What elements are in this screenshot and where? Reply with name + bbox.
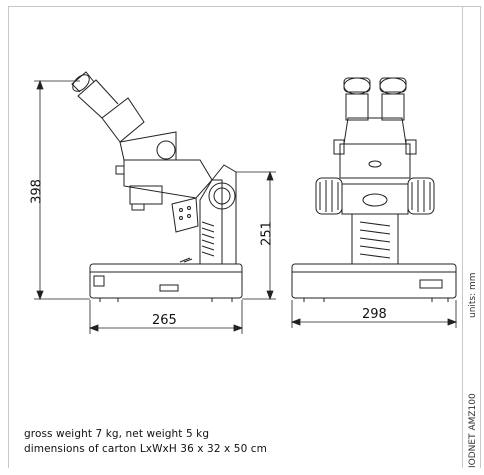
carton-caption: dimensions of carton LxWxH 36 x 32 x 50 …	[24, 443, 268, 455]
side-label-units: units: mm	[468, 272, 478, 318]
side-focus-knob	[208, 182, 236, 210]
dim-label-arm-height: 251	[259, 221, 275, 246]
front-base	[291, 263, 457, 299]
front-eyepiece-left	[345, 93, 369, 121]
side-arm	[123, 159, 213, 199]
side-label-model: IODNET AMZ100	[468, 393, 478, 468]
dim-label-base-depth: 265	[152, 313, 177, 328]
dim-label-total-height: 398	[29, 179, 45, 204]
frame-top-border	[8, 6, 480, 7]
side-base	[89, 263, 243, 299]
dim-label-base-width: 298	[362, 307, 387, 322]
weight-caption: gross weight 7 kg, net weight 5 kg	[24, 428, 210, 440]
side-view-microscope	[71, 71, 243, 302]
front-eyepiece-right	[381, 93, 405, 121]
frame-right-border	[480, 6, 481, 468]
side-objective	[129, 185, 163, 205]
front-view-microscope	[291, 77, 457, 302]
side-zoom-body	[119, 131, 177, 161]
side-head	[101, 97, 145, 143]
dimension-lines	[34, 79, 458, 334]
frame-left-border	[8, 6, 9, 468]
side-eyepiece	[77, 79, 119, 119]
front-focus-block	[341, 183, 409, 215]
side-spring	[201, 221, 215, 257]
frame-right-inner-border	[462, 6, 463, 468]
side-control-panel	[171, 197, 199, 233]
front-head	[343, 117, 407, 145]
